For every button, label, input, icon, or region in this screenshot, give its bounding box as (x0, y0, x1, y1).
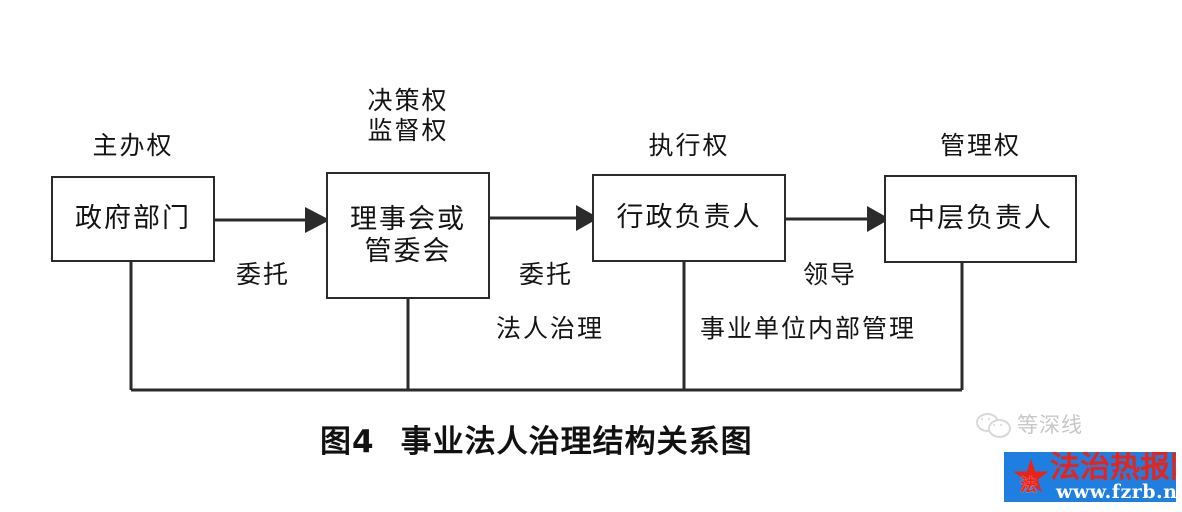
node-box-administrative-head[interactable]: 行政负责人 (592, 174, 786, 262)
wechat-watermark: 等深线 (976, 409, 1083, 439)
node-box-government-department[interactable]: 政府部门 (51, 176, 215, 262)
node-text-middle-level-manager: 中层负责人 (908, 203, 1053, 235)
star-logo-char: 法 (1020, 476, 1037, 496)
edge-label-leadership: 领导 (803, 260, 858, 289)
figure-caption-title: 事业法人治理结构关系图 (400, 424, 753, 460)
wechat-dot-3 (993, 424, 995, 426)
node-text-council-line1: 理事会或 (350, 204, 466, 236)
fzrb-logo: ★ 法 法治热报网 www.fzrb.net (1004, 452, 1176, 502)
arrowhead-1 (305, 207, 330, 233)
edge-label-entrust-1: 委托 (236, 260, 291, 289)
edge-label-internal-management: 事业单位内部管理 (700, 314, 917, 343)
wechat-account-name: 等深线 (1017, 413, 1083, 437)
node-text-administrative-head: 行政负责人 (616, 202, 762, 234)
wechat-dot-4 (1000, 424, 1002, 426)
edge-label-entrust-2: 委托 (519, 260, 574, 289)
node-text-government-department: 政府部门 (75, 203, 191, 235)
edge-label-legal-person-governance: 法人治理 (496, 314, 605, 343)
wechat-icon (976, 411, 1011, 438)
fzrb-logo-name: 法治热报网 (1050, 452, 1176, 485)
figure-caption-number: 图4 (320, 424, 375, 460)
node-top-label-council-line1: 决策权 (367, 86, 449, 115)
wechat-bubble-front (988, 419, 1011, 438)
node-top-label-council: 决策权 监督权 (326, 86, 490, 146)
star-icon: ★ (1010, 452, 1052, 502)
wechat-dot-1 (981, 418, 983, 420)
arrowhead-2 (576, 205, 599, 231)
node-top-label-council-line2: 监督权 (367, 116, 449, 145)
node-box-middle-level-manager[interactable]: 中层负责人 (884, 175, 1077, 263)
node-top-label-middle: 管理权 (939, 131, 1021, 160)
fzrb-logo-url: www.fzrb.net (1056, 481, 1176, 502)
node-box-council-or-management-committee[interactable]: 理事会或 管委会 (326, 172, 490, 299)
star-logo: ★ 法 (1008, 452, 1054, 502)
arrowhead-3 (867, 206, 890, 232)
cropped-body-text (78, 498, 938, 512)
arrowheads (305, 205, 890, 233)
wechat-dot-2 (988, 418, 990, 420)
node-top-label-admin: 执行权 (648, 131, 730, 160)
node-text-council-line2: 管委会 (364, 235, 452, 267)
node-top-label-government: 主办权 (92, 131, 174, 160)
figure-caption: 图4 事业法人治理结构关系图 (320, 416, 753, 461)
